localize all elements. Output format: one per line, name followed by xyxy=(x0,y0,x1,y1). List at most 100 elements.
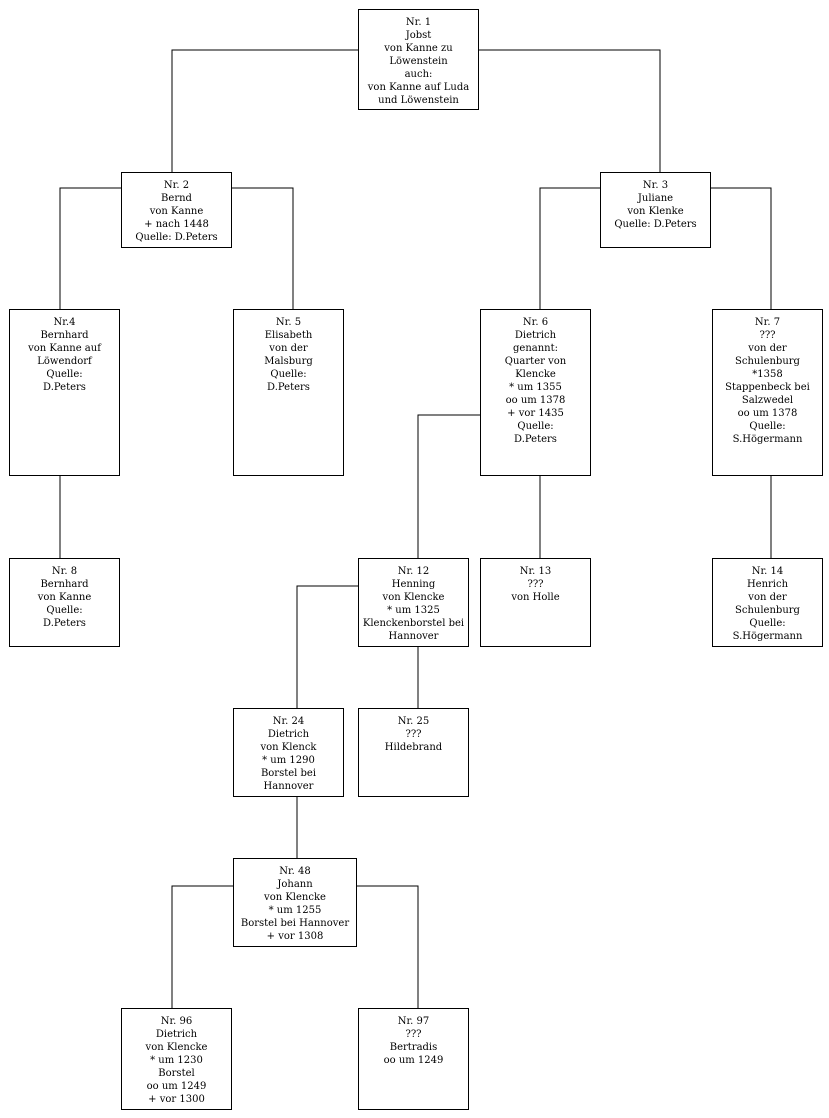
person-detail-line: S.Högermann xyxy=(732,631,803,642)
person-detail-line: * um 1230 xyxy=(150,1055,203,1066)
person-detail-line: von Kanne auf Luda xyxy=(367,82,470,93)
person-detail-line: ??? xyxy=(405,729,422,740)
person-detail-line: Quelle: D.Peters xyxy=(135,232,218,243)
person-detail-line: von Klencke xyxy=(264,892,326,903)
person-detail-line: von der xyxy=(748,343,787,354)
person-detail-line: von Holle xyxy=(511,592,560,603)
connector-48-97 xyxy=(356,885,419,1008)
person-number: Nr. 96 xyxy=(160,1016,193,1027)
person-detail-line: oo um 1249 xyxy=(146,1081,207,1092)
person-detail-line: Bernhard xyxy=(40,579,89,590)
person-detail-line: Hannover xyxy=(263,781,314,792)
person-detail-line: + vor 1300 xyxy=(148,1094,205,1105)
person-detail-line: von der xyxy=(748,592,787,603)
person-detail-line: von Klenck xyxy=(260,742,317,753)
person-number: Nr.4 xyxy=(53,317,76,328)
person-number: Nr. 14 xyxy=(751,566,784,577)
person-number: Nr. 7 xyxy=(754,317,781,328)
person-detail-line: D.Peters xyxy=(514,434,557,445)
person-number: Nr. 8 xyxy=(51,566,78,577)
person-number: Nr. 5 xyxy=(275,317,302,328)
person-detail-line: Malsburg xyxy=(264,356,313,367)
person-detail-line: *1358 xyxy=(752,369,783,380)
person-detail-line: oo um 1378 xyxy=(505,395,566,406)
person-detail-line: und Löwenstein xyxy=(378,95,459,106)
person-detail-line: oo um 1378 xyxy=(737,408,798,419)
connector-2-5 xyxy=(231,187,294,309)
person-number: Nr. 3 xyxy=(642,180,669,191)
person-number: Nr. 12 xyxy=(397,566,430,577)
person-detail-line: von Kanne zu xyxy=(384,43,453,54)
person-detail-line: Quelle: xyxy=(46,369,83,380)
person-number: Nr. 24 xyxy=(272,716,305,727)
person-detail-line: Henning xyxy=(391,579,436,590)
person-detail-line: * um 1325 xyxy=(387,605,440,616)
connector-12-24 xyxy=(296,585,358,708)
person-detail-line: Klencke xyxy=(515,369,556,380)
connector-48-96 xyxy=(171,885,233,1008)
person-detail-line: * um 1255 xyxy=(268,905,322,916)
connector-1-2 xyxy=(171,49,358,172)
person-detail-line: von Kanne xyxy=(149,206,204,217)
person-detail-line: von Kanne auf xyxy=(28,343,101,354)
person-detail-line: Borstel bei xyxy=(260,768,317,779)
person-detail-line: auch: xyxy=(404,69,433,80)
person-detail-line: Quarter von xyxy=(504,356,567,367)
person-detail-line: Salzwedel xyxy=(741,395,794,406)
person-detail-line: + vor 1435 xyxy=(507,408,564,419)
person-detail-line: S.Högermann xyxy=(732,434,803,445)
person-number: Nr. 1 xyxy=(405,17,432,28)
person-box-nr-1: Nr. 1 Jobst von Kanne zu Löwenstein auch: von… xyxy=(358,9,479,110)
person-detail-line: Juliane xyxy=(637,193,674,204)
person-number: Nr. 6 xyxy=(522,317,549,328)
person-detail-line: * um 1355 xyxy=(509,382,562,393)
person-box-nr-13: Nr. 13??? von Holle xyxy=(480,558,591,647)
person-detail-line: Hildebrand xyxy=(384,742,443,753)
person-detail-line: Johann xyxy=(277,879,313,890)
person-number: Nr. 48 xyxy=(279,866,311,877)
person-detail-line: von Klencke xyxy=(145,1042,208,1053)
person-detail-line: Quelle: xyxy=(749,421,786,432)
person-detail-line: Jobst xyxy=(405,30,432,41)
person-detail-line: Borstel bei Hannover xyxy=(240,918,350,929)
person-detail-line: D.Peters xyxy=(267,382,310,393)
person-detail-line: oo um 1249 xyxy=(383,1055,444,1066)
person-detail-line: * um 1290 xyxy=(262,755,315,766)
person-detail-line: von der xyxy=(269,343,308,354)
person-detail-line: Quelle: D.Peters xyxy=(614,219,697,230)
person-detail-line: Borstel xyxy=(158,1068,195,1079)
connector-3-6 xyxy=(539,187,600,309)
person-detail-line: Dietrich xyxy=(267,729,310,740)
person-detail-line: Bernhard xyxy=(40,330,89,341)
person-number: Nr. 13 xyxy=(519,566,552,577)
person-detail-line: genannt: xyxy=(513,343,558,354)
connector-2-4 xyxy=(59,187,121,309)
person-detail-line: Quelle: xyxy=(46,605,83,616)
person-number: Nr. 2 xyxy=(163,180,190,191)
person-detail-line: Elisabeth xyxy=(264,330,313,341)
person-detail-line: Quelle: xyxy=(749,618,786,629)
person-detail-line: ??? xyxy=(759,330,776,341)
person-detail-line: Bertradis xyxy=(389,1042,438,1053)
person-box-nr-25: Nr. 25???Hildebrand xyxy=(358,708,469,797)
person-detail-line: Schulenburg xyxy=(735,356,800,367)
person-detail-line: Henrich xyxy=(746,579,789,590)
person-detail-line: Quelle: xyxy=(517,421,554,432)
person-detail-line: Quelle: xyxy=(270,369,307,380)
person-detail-line: Löwenstein xyxy=(389,56,448,67)
person-detail-line: + nach 1448 xyxy=(144,219,209,230)
person-detail-line: Hannover xyxy=(388,631,439,642)
person-detail-line: D.Peters xyxy=(43,382,86,393)
person-detail-line: ??? xyxy=(527,579,544,590)
